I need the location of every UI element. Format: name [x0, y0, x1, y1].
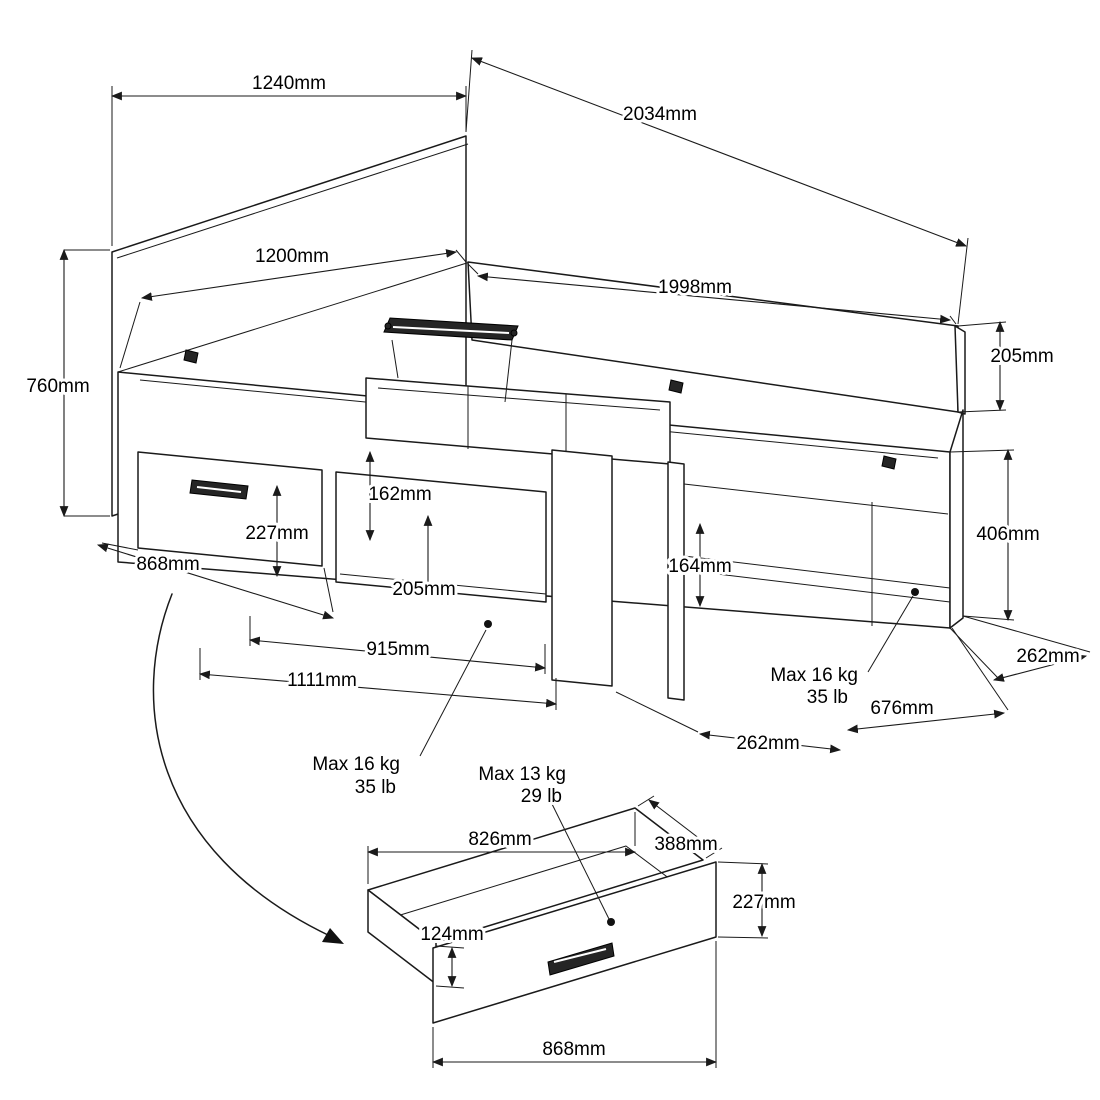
dim-388: 388mm [637, 795, 723, 859]
dim-162: 162mm [365, 450, 435, 542]
load-point-dots [484, 588, 919, 628]
dim-164: 164mm [665, 522, 735, 608]
dim-label-262-bottom: 262mm [736, 733, 799, 754]
dim-227-bed-drawer: 227mm [242, 484, 312, 578]
max-load-drawer: Max 13 kg 29 lb [475, 761, 615, 926]
dim-760: 760mm [23, 248, 110, 518]
dim-124: 124mm [417, 921, 487, 989]
fitting-marks [183, 349, 897, 470]
dim-label-262-right: 262mm [1016, 646, 1079, 667]
dim-label-205-rail: 205mm [990, 346, 1053, 367]
drawer-handle-icon [189, 479, 249, 500]
max-load-center-lb: 35 lb [355, 777, 396, 798]
dim-label-868-drawer: 868mm [542, 1039, 605, 1060]
max-load-right-lb: 35 lb [807, 687, 848, 708]
bed-isometric-view [111, 135, 966, 701]
dim-label-1998: 1998mm [658, 277, 732, 298]
dim-1998: 1998mm [467, 263, 957, 325]
dim-205-cubby: 205mm [389, 514, 459, 603]
drawer-detail-view: 826mm 388mm 124mm 227mm 868mm [366, 761, 799, 1068]
dim-label-124: 124mm [420, 924, 483, 945]
dim-label-227-bed: 227mm [245, 523, 308, 544]
dim-406: 406mm [949, 448, 1043, 622]
dim-2034: 2034mm [465, 49, 969, 325]
dim-label-1200: 1200mm [255, 246, 329, 267]
dim-label-162: 162mm [368, 484, 431, 505]
dim-label-2034: 2034mm [623, 104, 697, 125]
dim-label-915: 915mm [366, 639, 429, 660]
drawer-detail-handle-icon [547, 942, 615, 976]
dim-868-drawer: 868mm [431, 941, 718, 1068]
dim-label-760: 760mm [26, 376, 89, 397]
dim-915: 915mm [248, 616, 547, 674]
drawer-callout-arrow [152, 593, 344, 944]
dim-label-406: 406mm [976, 524, 1039, 545]
dim-676: 676mm [846, 627, 1009, 734]
dim-227-drawer: 227mm [717, 861, 799, 939]
max-load-right-kg: Max 16 kg [770, 665, 858, 686]
max-load-center-kg: Max 16 kg [312, 754, 400, 775]
dim-label-676: 676mm [870, 698, 933, 719]
dim-label-227-drawer: 227mm [732, 892, 795, 913]
dim-868-bed-drawer: 868mm [96, 542, 335, 620]
max-load-drawer-kg: Max 13 kg [478, 764, 566, 785]
bed-drawer-front [137, 451, 323, 567]
dim-label-164: 164mm [668, 556, 731, 577]
dim-262-bottom: 262mm [615, 691, 842, 757]
max-load-drawer-lb: 29 lb [521, 786, 562, 807]
max-load-center: Max 16 kg 35 lb [309, 629, 487, 801]
max-load-right: Max 16 kg 35 lb [767, 595, 914, 711]
drawer-front-panel [432, 861, 717, 1024]
center-partition-panel [551, 449, 613, 687]
dim-label-388: 388mm [654, 834, 717, 855]
dim-label-868-bed: 868mm [136, 554, 199, 575]
dimensions-main-view: 1240mm 2034mm 1200mm 1998mm 760mm [23, 49, 1091, 801]
dim-label-1240: 1240mm [252, 73, 326, 94]
dim-262-right: 262mm [949, 615, 1091, 682]
dim-label-1111: 1111mm [287, 670, 357, 691]
dim-1111: 1111mm [198, 648, 558, 710]
dim-label-826: 826mm [468, 829, 531, 850]
dim-205-rail: 205mm [957, 320, 1057, 413]
second-partition-panel [667, 461, 685, 701]
dim-1240: 1240mm [110, 70, 468, 246]
center-cubby-opening [335, 471, 547, 603]
dim-826: 826mm [366, 812, 637, 884]
dim-label-205-cubby: 205mm [392, 579, 455, 600]
center-rail-bracket [383, 317, 519, 403]
dim-1200: 1200mm [119, 243, 467, 369]
